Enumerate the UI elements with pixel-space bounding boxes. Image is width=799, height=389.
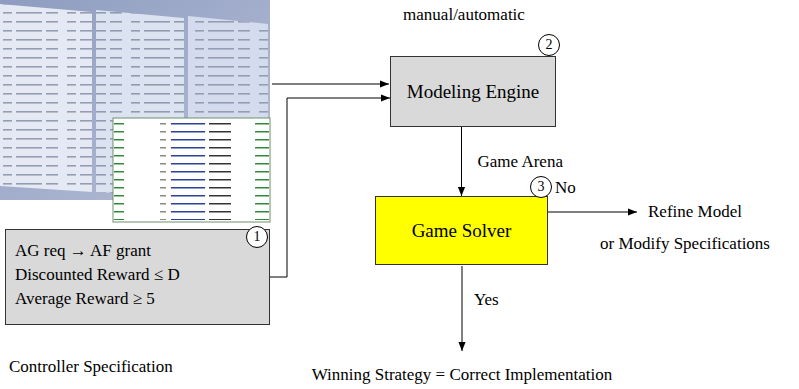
spec-box: AG req → AF grantDiscounted Reward ≤ DAv… — [5, 229, 270, 325]
box-title: Modeling Engine — [407, 81, 539, 103]
yes-arrow — [462, 266, 463, 351]
no-arrow — [548, 212, 637, 213]
callout-number: 3 — [530, 176, 552, 198]
flow-arrow — [461, 127, 462, 196]
callout-number: 2 — [546, 38, 553, 52]
box-title: Game Solver — [412, 220, 512, 242]
callout-number: 1 — [254, 230, 261, 244]
callout-number: 2 — [538, 34, 560, 56]
callout-number: 3 — [538, 180, 545, 194]
edge-label: Game Arena — [476, 152, 565, 172]
process-box: Modeling Engine2 — [390, 56, 556, 127]
spec-line: AG req → AF grant — [15, 239, 151, 263]
branch-label: No — [555, 178, 576, 198]
outcome-note: Winning Strategy = Correct Implementatio… — [312, 365, 613, 385]
callout-number: 1 — [246, 226, 268, 248]
mode-note: manual/automatic — [403, 5, 525, 25]
branch-label: Yes — [474, 290, 499, 310]
input-arrow — [272, 84, 389, 85]
box-caption: Controller Specification — [9, 357, 173, 377]
flow-arrow — [270, 98, 390, 277]
spec-line: Discounted Reward ≤ D — [15, 263, 180, 287]
solver-box: Game Solver3 — [375, 196, 548, 265]
code-listing — [113, 118, 270, 222]
outcome-note: or Modify Specifications — [600, 234, 770, 254]
outcome-note: Refine Model — [648, 202, 742, 222]
spec-line: Average Reward ≥ 5 — [15, 287, 155, 311]
